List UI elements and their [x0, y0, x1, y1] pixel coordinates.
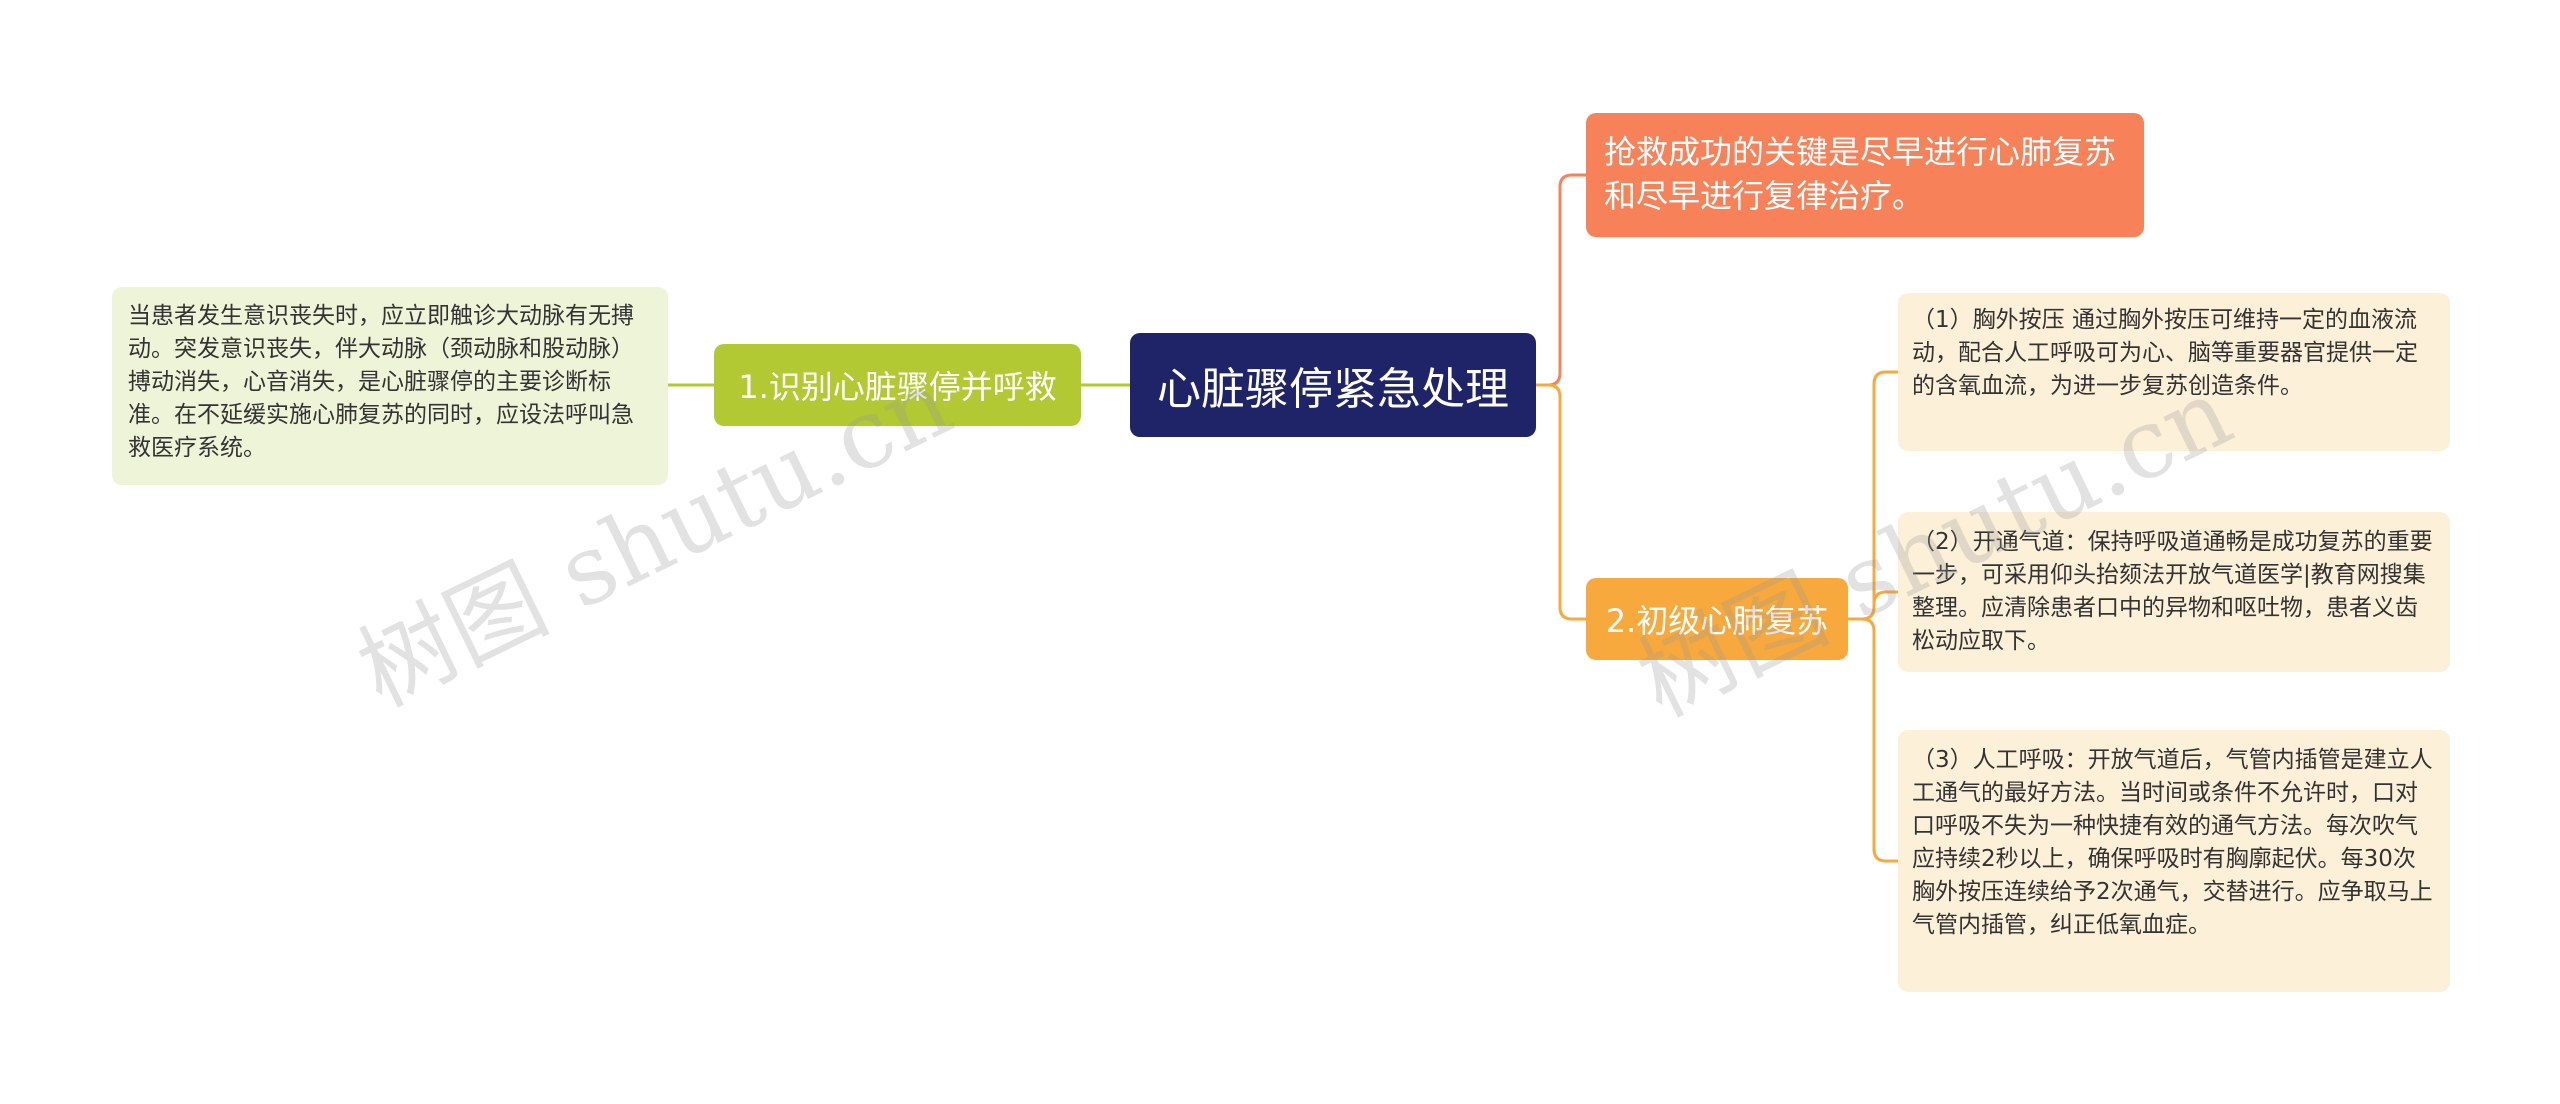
leaf-text: 当患者发生意识丧失时，应立即触诊大动脉有无搏动。突发意识丧失，伴大动脉（颈动脉和… [128, 303, 634, 461]
branch-label: 抢救成功的关键是尽早进行心肺复苏和尽早进行复律治疗。 [1604, 133, 2117, 215]
leaf-open-airway[interactable]: （2）开通气道：保持呼吸道通畅是成功复苏的重要一步，可采用仰头抬颏法开放气道医学… [1898, 512, 2450, 672]
leaf-identify-details[interactable]: 当患者发生意识丧失时，应立即触诊大动脉有无搏动。突发意识丧失，伴大动脉（颈动脉和… [112, 287, 668, 485]
branch-rescue-key[interactable]: 抢救成功的关键是尽早进行心肺复苏和尽早进行复律治疗。 [1586, 113, 2144, 237]
leaf-text: （3）人工呼吸：开放气道后，气管内插管是建立人工通气的最好方法。当时间或条件不允… [1912, 747, 2433, 938]
connector-branch3-leaf1 [1848, 370, 1898, 621]
root-node[interactable]: 心脏骤停紧急处理 [1130, 333, 1536, 437]
leaf-artificial-respiration[interactable]: （3）人工呼吸：开放气道后，气管内插管是建立人工通气的最好方法。当时间或条件不允… [1898, 730, 2450, 992]
leaf-text: （1）胸外按压 通过胸外按压可维持一定的血液流动，配合人工呼吸可为心、脑等重要器… [1912, 307, 2418, 399]
branch-identify-cardiac-arrest[interactable]: 1.识别心脏骤停并呼救 [714, 344, 1081, 426]
branch-label: 1.识别心脏骤停并呼救 [738, 368, 1057, 406]
root-label: 心脏骤停紧急处理 [1157, 364, 1509, 415]
connector-root-branch2 [1536, 173, 1586, 387]
connector-branch3-leaf3 [1848, 617, 1898, 863]
connector-root-branch3 [1536, 383, 1586, 621]
leaf-text: （2）开通气道：保持呼吸道通畅是成功复苏的重要一步，可采用仰头抬颏法开放气道医学… [1912, 529, 2433, 654]
branch-basic-cpr[interactable]: 2.初级心肺复苏 [1586, 578, 1848, 660]
leaf-chest-compression[interactable]: （1）胸外按压 通过胸外按压可维持一定的血液流动，配合人工呼吸可为心、脑等重要器… [1898, 293, 2450, 451]
branch-label: 2.初级心肺复苏 [1605, 602, 1829, 640]
